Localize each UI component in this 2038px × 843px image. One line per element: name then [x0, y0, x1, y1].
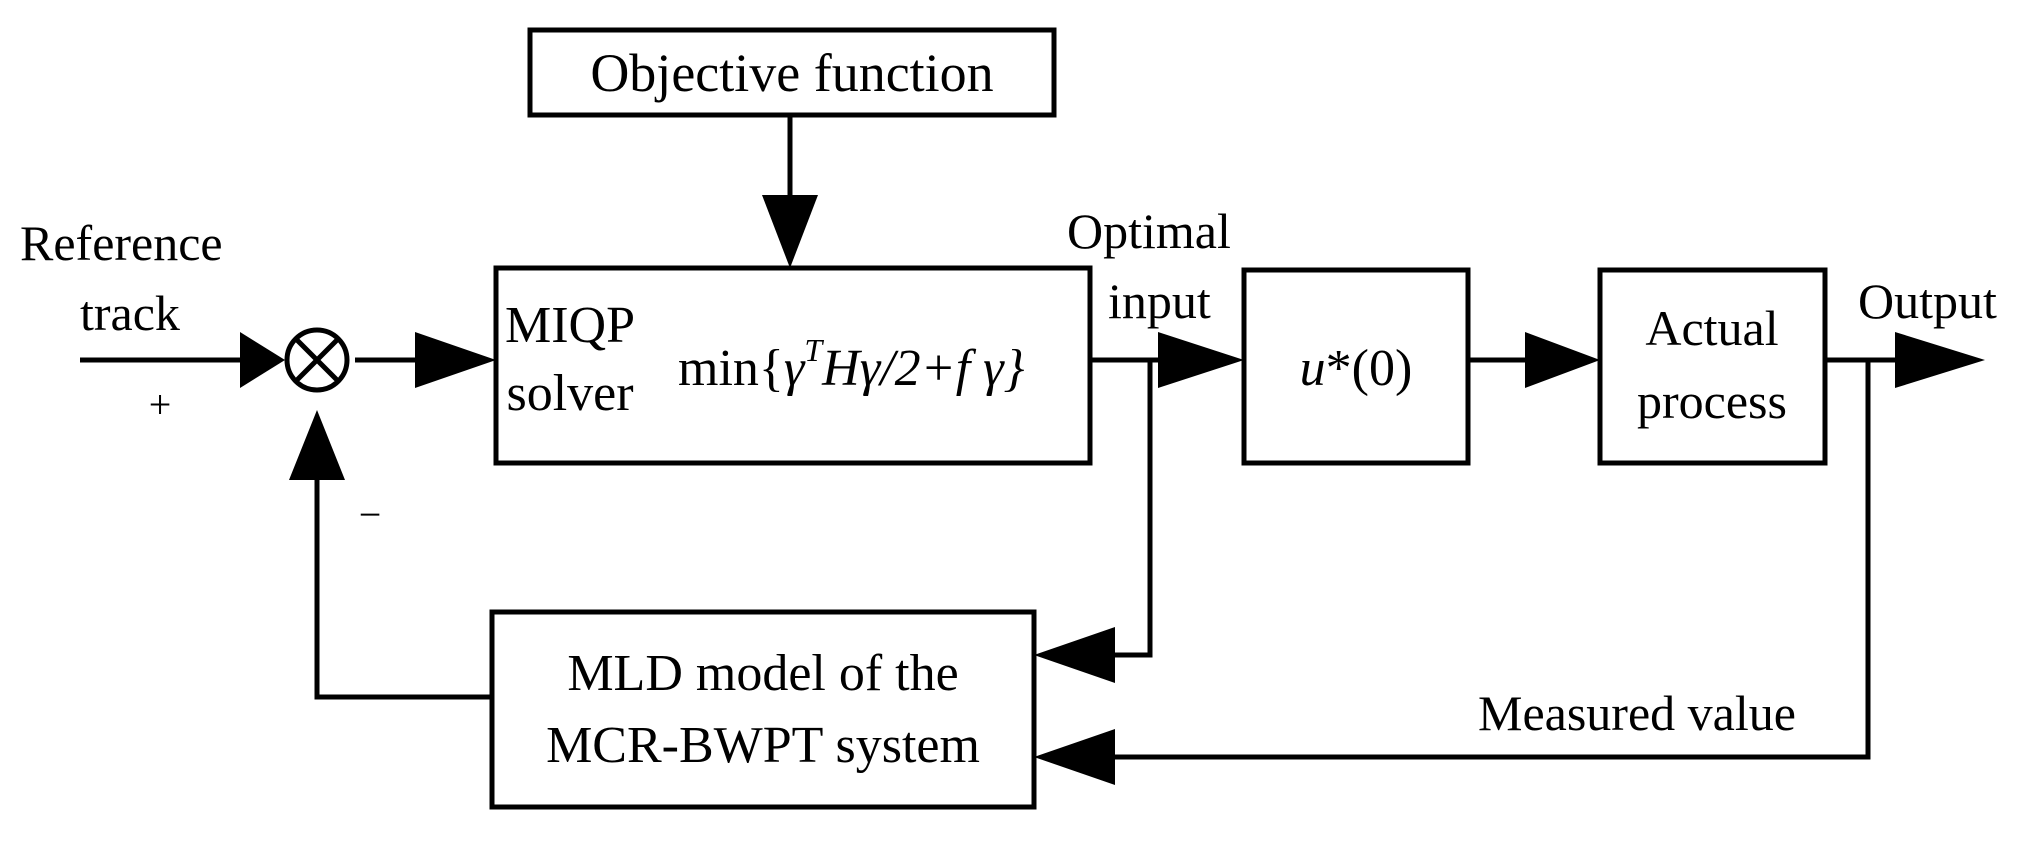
process-label: process — [1637, 373, 1787, 429]
arrowhead-feedback-up — [289, 410, 345, 480]
reference-label-line2: track — [80, 285, 180, 341]
wire-optimal-to-mld — [1105, 360, 1153, 658]
arrowhead-into-process — [1525, 332, 1600, 388]
arrowhead-objective — [762, 195, 818, 268]
arrowheads — [240, 195, 1985, 785]
output-label: Output — [1858, 273, 1997, 329]
u-star-zero-label: u*(0) — [1300, 340, 1413, 397]
arrowhead-into-mld-measured — [1034, 729, 1115, 785]
arrowhead-reference — [240, 332, 285, 388]
wires — [80, 115, 1900, 760]
signal-labels: Reference track + − Optimal input Output… — [20, 203, 1997, 741]
wire-mld-to-sum — [314, 470, 492, 700]
mld-model-line2: MCR-BWPT system — [546, 717, 980, 774]
measured-value-label: Measured value — [1478, 685, 1796, 741]
reference-label-line1: Reference — [20, 215, 223, 271]
objective-formula: min{γTHγ/2+f γ} — [678, 332, 1025, 397]
arrowhead-into-u0 — [1158, 332, 1244, 388]
arrowhead-into-miqp — [415, 332, 496, 388]
actual-label: Actual — [1645, 300, 1778, 356]
miqp-solver-block: MIQP solver min{γTHγ/2+f γ} — [493, 265, 1093, 466]
plus-sign: + — [149, 382, 172, 427]
optimal-input-label-line1: Optimal — [1067, 203, 1231, 259]
arrowhead-into-mld-optimal — [1034, 627, 1115, 683]
solver-label: solver — [506, 365, 633, 422]
mld-model-line1: MLD model of the — [567, 645, 958, 702]
minus-sign: − — [359, 492, 382, 537]
miqp-label: MIQP — [505, 297, 635, 354]
objective-function-block: Objective function — [527, 27, 1057, 118]
u-star-zero-block: u*(0) — [1241, 267, 1471, 466]
optimal-input-label-line2: input — [1108, 273, 1211, 329]
arrowhead-output — [1895, 332, 1985, 388]
summing-junction — [284, 327, 350, 393]
mld-model-block: MLD model of the MCR-BWPT system — [489, 609, 1037, 810]
actual-process-block: Actual process — [1597, 267, 1828, 466]
objective-function-label: Objective function — [590, 43, 993, 103]
wire-measured-to-mld — [1105, 360, 1871, 760]
